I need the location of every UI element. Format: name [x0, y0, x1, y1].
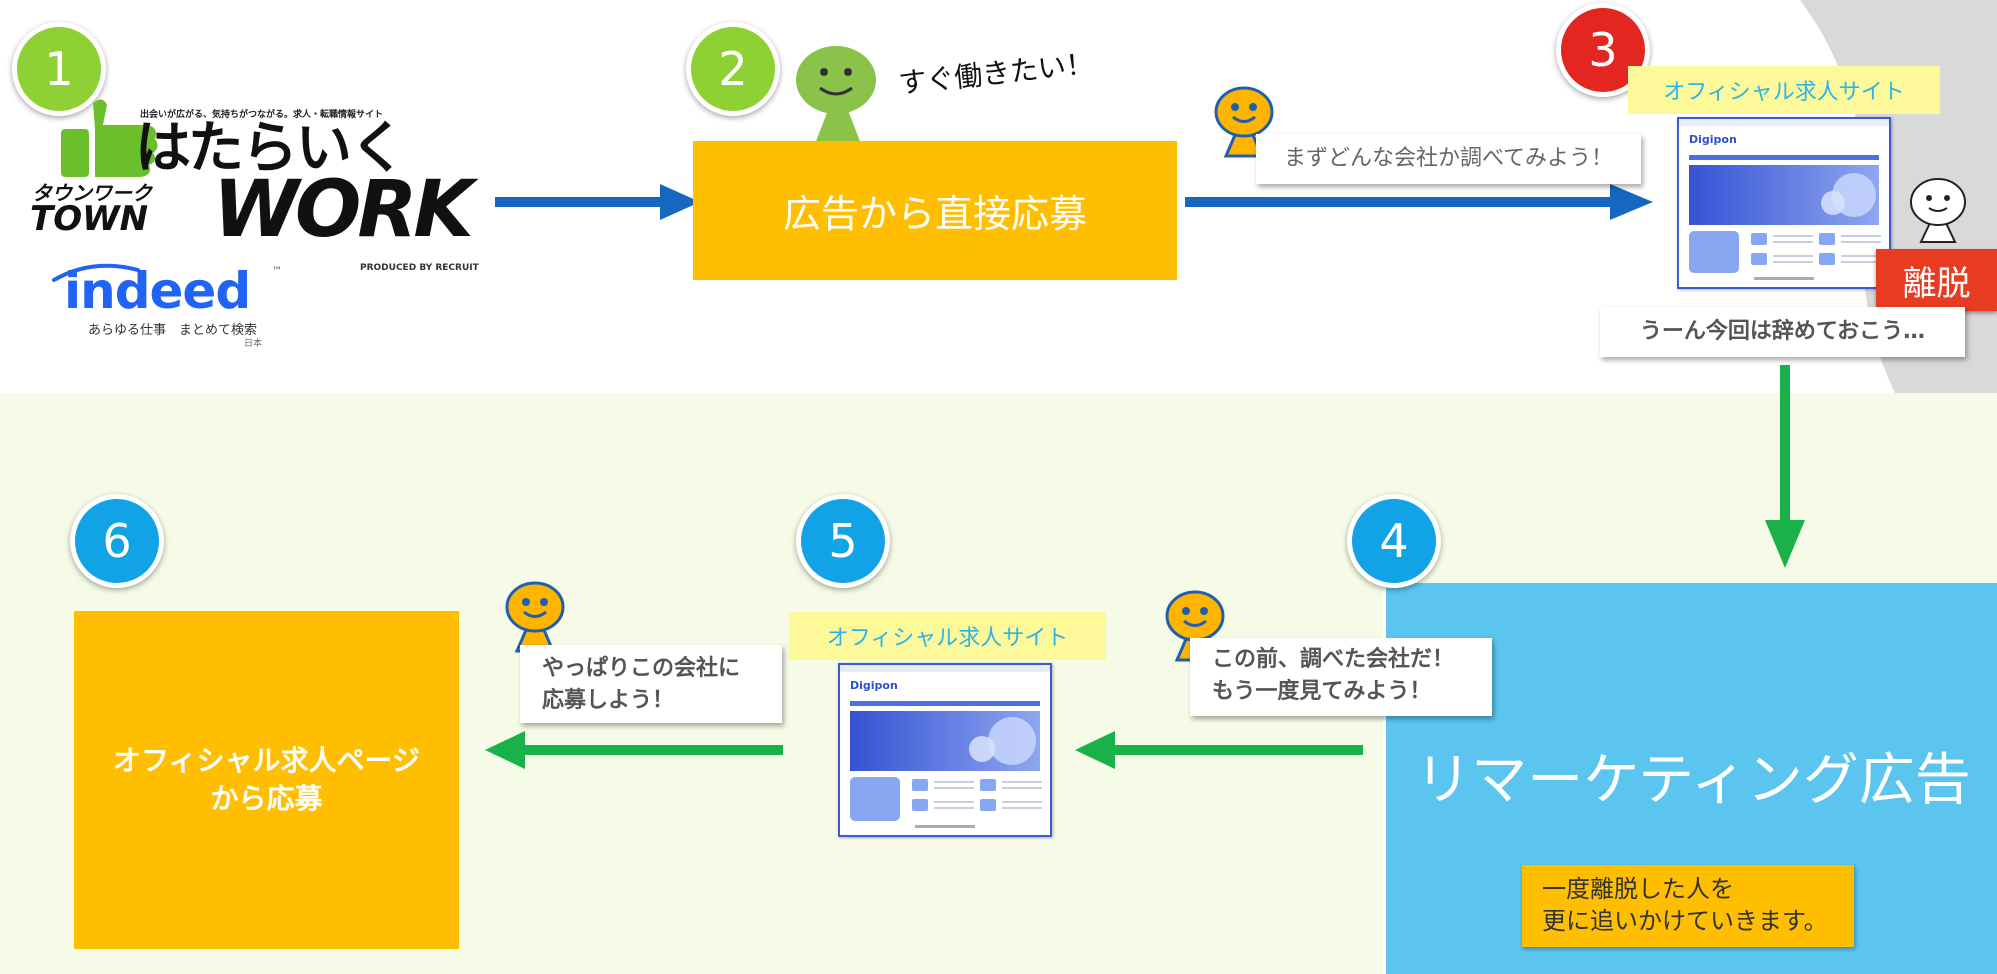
official-site-label-step5: オフィシャル求人サイト — [789, 612, 1106, 660]
callout-remember-line2: もう一度見てみよう！ — [1212, 679, 1432, 704]
indeed-wordmark: indeed — [64, 262, 251, 320]
callout-apply-line2: 応募しよう！ — [542, 688, 675, 713]
step-number-5: 5 — [796, 494, 890, 588]
arrow-step4-to-step5 — [1075, 731, 1363, 769]
official-page-apply-line1: オフィシャル求人ページ — [113, 744, 420, 777]
yellow-person-icon-step3 — [1214, 86, 1274, 158]
indeed-tm: ™ — [272, 266, 282, 277]
remarketing-title: リマーケティング広告 — [1415, 748, 1971, 813]
leave-badge: 離脱 — [1876, 249, 1997, 311]
arrow-step2-to-step3 — [1185, 184, 1653, 220]
callout-research-company: まずどんな会社か調べてみよう！ — [1256, 134, 1641, 184]
white-person-icon — [1910, 178, 1966, 243]
callout-remember-company: この前、調べた会社だ！ もう一度見てみよう！ — [1190, 638, 1492, 716]
step-number-6: 6 — [70, 494, 164, 588]
townwork-kana: タウンワーク — [32, 181, 152, 205]
callout-give-up: うーん今回は辞めておこう… — [1600, 307, 1965, 357]
arrow-step3-to-step4 — [1765, 365, 1805, 568]
step-number-4: 4 — [1347, 494, 1441, 588]
step-number-1: 1 — [12, 22, 106, 116]
green-person-icon — [796, 46, 876, 144]
thumbs-up-icon — [61, 99, 158, 177]
indeed-logo: indeed ™ あらゆる仕事 まとめて検索 日本 — [50, 262, 290, 349]
produced-by-recruit: PRODUCED BY RECRUIT — [360, 263, 479, 273]
official-page-apply-box: オフィシャル求人ページ から応募 — [74, 611, 459, 949]
indeed-swoosh-icon — [52, 263, 140, 282]
official-page-apply-line2: から応募 — [210, 782, 323, 815]
arrow-step1-to-step2 — [495, 184, 700, 220]
site-brand-label: Digipon — [1689, 133, 1737, 146]
callout-apply-decision: やっぱりこの会社に 応募しよう！ — [520, 645, 782, 723]
yellow-person-icon-step5 — [505, 581, 565, 653]
remarketing-note: 一度離脱した人を 更に追いかけていきます。 — [1522, 865, 1854, 947]
townwork-logo: 出会いが広がる、気持ちがつながる。求人・転職情報サイト はたらいく タウンワーク… — [30, 95, 505, 275]
remarketing-note-line1: 一度離脱した人を — [1542, 875, 1734, 903]
townwork-work: WORK — [213, 165, 474, 255]
indeed-country: 日本 — [244, 339, 263, 349]
arrow-step5-to-step6 — [485, 731, 783, 769]
indeed-tagline: あらゆる仕事 まとめて検索 — [88, 323, 258, 338]
callout-remember-line1: この前、調べた会社だ！ — [1212, 647, 1455, 672]
townwork-main-text: はたらいく — [135, 116, 406, 181]
official-site-screenshot-step3: Digipon — [1677, 117, 1891, 289]
townwork-town: TOWN — [30, 199, 149, 239]
remarketing-note-line2: 更に追いかけていきます。 — [1542, 907, 1828, 935]
official-site-screenshot-step5: Digipon — [838, 663, 1052, 837]
callout-apply-line1: やっぱりこの会社に — [542, 656, 741, 681]
townwork-tagline: 出会いが広がる、気持ちがつながる。求人・転職情報サイト — [140, 110, 384, 120]
official-site-label-step3: オフィシャル求人サイト — [1628, 66, 1940, 114]
direct-apply-box: 広告から直接応募 — [693, 141, 1177, 280]
step-number-2: 2 — [686, 22, 780, 116]
site-brand-label: Digipon — [850, 679, 898, 692]
